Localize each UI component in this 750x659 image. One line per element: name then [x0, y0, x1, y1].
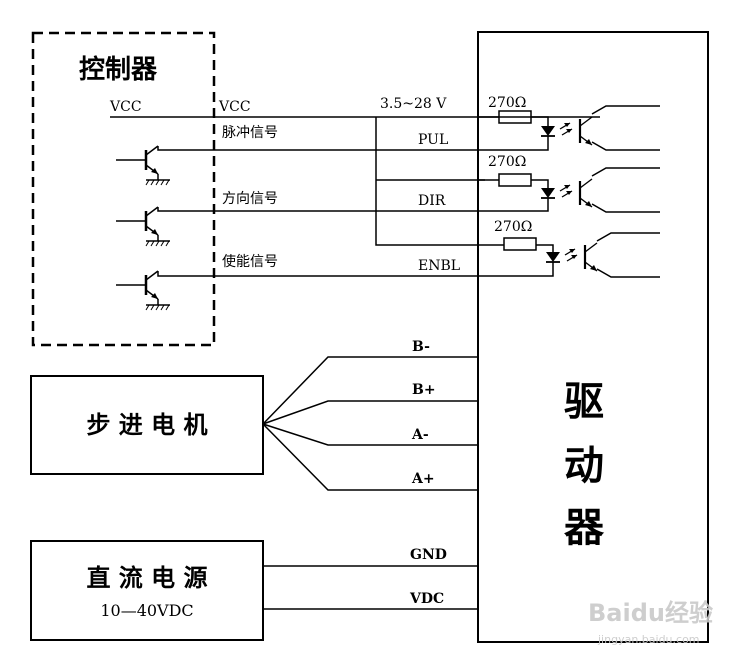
watermark-url: jingyan.baidu.com	[597, 633, 700, 646]
controller-title: 控制器	[79, 55, 158, 85]
terminal-label-vdc: VDC	[409, 591, 444, 607]
resistor-label-1: 270Ω	[488, 95, 526, 111]
driver-box	[477, 31, 709, 643]
signal-label-enable: 使能信号	[222, 253, 278, 270]
terminal-label-a-plus: A+	[411, 471, 435, 487]
baidu-watermark: Baidu经验 jingyan.baidu.com	[588, 599, 713, 646]
resistor-label-2: 270Ω	[488, 154, 526, 170]
vcc-label-left: VCC	[109, 99, 142, 115]
power-supply-title: 直 流 电 源	[86, 563, 207, 592]
motor-wiring	[262, 356, 478, 491]
power-wiring	[263, 565, 478, 610]
terminal-label-gnd: GND	[410, 547, 447, 563]
controller-box	[31, 31, 216, 347]
signal-label-direction: 方向信号	[222, 191, 278, 207]
driver-internal-circuits	[478, 105, 660, 278]
input-label-dir: DIR	[418, 193, 446, 209]
terminal-label-b-minus: B-	[412, 339, 430, 355]
controller-wiring	[110, 116, 600, 277]
signal-label-pulse: 脉冲信号	[222, 125, 278, 141]
vcc-label-right: VCC	[218, 99, 251, 115]
driver-title-char-3: 器	[564, 504, 605, 551]
terminal-label-a-minus: A-	[411, 427, 429, 443]
driver-title-char-1: 驱	[564, 378, 604, 425]
watermark-brand: Baidu经验	[588, 599, 713, 627]
motor-title: 步 进 电 机	[86, 410, 207, 439]
transistor-enable	[114, 269, 172, 312]
input-label-pul: PUL	[418, 132, 448, 148]
power-supply-box	[30, 540, 264, 641]
power-supply-spec: 10—40VDC	[100, 601, 193, 620]
transistor-direction	[114, 205, 172, 248]
terminal-label-b-plus: B+	[412, 382, 436, 398]
supply-range-label: 3.5~28 V	[380, 96, 447, 112]
input-label-enbl: ENBL	[418, 258, 460, 274]
driver-title-char-2: 动	[564, 442, 604, 489]
resistor-label-3: 270Ω	[494, 219, 532, 235]
transistor-pulse	[114, 144, 172, 187]
